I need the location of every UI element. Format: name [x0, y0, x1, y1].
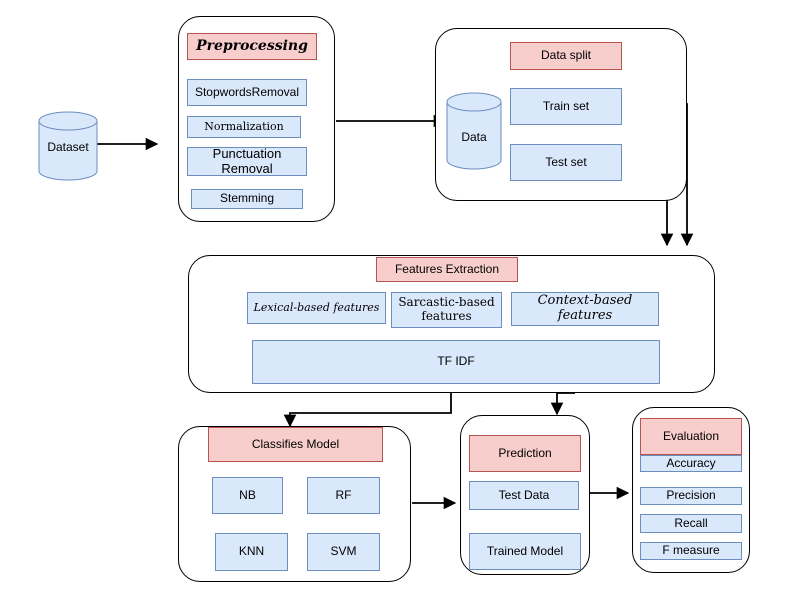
metric-recall: Recall: [640, 514, 742, 533]
model-svm: SVM: [307, 533, 380, 571]
model-rf: RF: [307, 477, 380, 514]
step-normalization: Normalization: [187, 116, 301, 138]
arrow-features-to-classifier: [283, 393, 452, 428]
classifier-title: Classifies Model: [208, 427, 383, 462]
metric-f-measure: F measure: [640, 542, 742, 560]
data-cylinder: Data: [446, 92, 502, 170]
model-knn: KNN: [215, 533, 288, 571]
database-icon: [446, 92, 502, 170]
lexical-features-box: Lexical-based features: [247, 292, 386, 324]
dataset-cylinder: Dataset: [38, 111, 98, 181]
step-stopwords-removal: StopwordsRemoval: [187, 79, 307, 106]
context-features-box: Context-based features: [511, 292, 659, 326]
data-label: Data: [461, 130, 487, 145]
metric-precision: Precision: [640, 487, 742, 505]
arrow-features-to-prediction: [550, 392, 575, 416]
data-split-title: Data split: [510, 42, 622, 70]
preprocessing-title: Preprocessing: [187, 33, 317, 60]
features-extraction-title: Features Extraction: [376, 257, 518, 282]
cylinder-icon: [38, 111, 98, 181]
step-punctuation-removal: Punctuation Removal: [187, 146, 307, 176]
metric-accuracy: Accuracy: [640, 455, 742, 472]
test-data-box: Test Data: [469, 481, 579, 510]
model-nb: NB: [212, 477, 283, 514]
tf-idf-box: TF IDF: [252, 340, 660, 384]
sarcastic-features-box: Sarcastic-based features: [391, 292, 502, 328]
test-set-box: Test set: [510, 144, 622, 181]
train-set-box: Train set: [510, 88, 622, 125]
prediction-title: Prediction: [469, 435, 581, 472]
trained-model-box: Trained Model: [469, 533, 581, 570]
dataset-label: Dataset: [47, 140, 89, 155]
evaluation-title: Evaluation: [640, 418, 742, 455]
step-stemming: Stemming: [191, 189, 303, 209]
